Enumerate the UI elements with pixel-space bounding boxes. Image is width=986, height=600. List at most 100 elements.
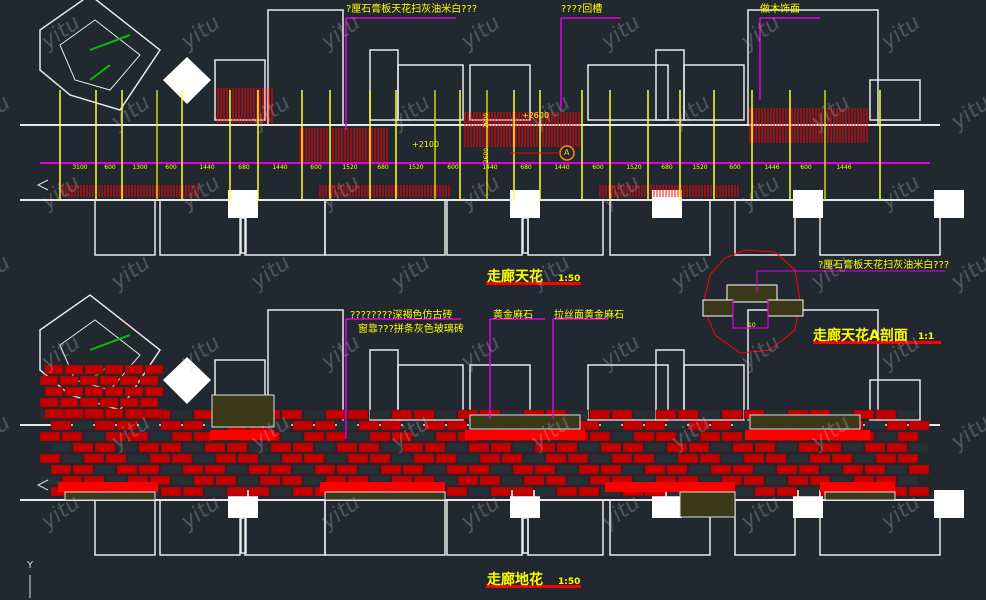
granite-speckle-area xyxy=(749,414,861,430)
floor-tile xyxy=(468,486,490,497)
floor-tile xyxy=(534,464,556,475)
floor-tile xyxy=(325,453,347,464)
floor-tile xyxy=(116,442,138,453)
floor-tile xyxy=(84,364,104,375)
top-plan-title: 走廊天花 xyxy=(487,269,543,285)
floor-tile xyxy=(380,420,402,431)
floor-tile xyxy=(600,420,622,431)
column-white xyxy=(163,57,211,104)
floor-tile xyxy=(688,464,710,475)
floor-tile xyxy=(64,386,84,397)
floor-tile xyxy=(391,431,413,442)
granite-speckle-area xyxy=(64,491,156,501)
floor-tile xyxy=(358,420,380,431)
upper-room-wall xyxy=(587,364,669,421)
granite-speckle-area xyxy=(469,414,581,430)
granite-speckle-area xyxy=(679,491,736,518)
lower-room-wall xyxy=(446,199,523,256)
floor-tile xyxy=(468,464,490,475)
floor-tile xyxy=(182,464,204,475)
floor-tile xyxy=(413,431,435,442)
floor-tile xyxy=(281,453,303,464)
floor-tile xyxy=(124,408,144,419)
floor-tile xyxy=(303,475,325,486)
floor-tile xyxy=(534,486,556,497)
floor-tile xyxy=(732,486,754,497)
floor-tile xyxy=(119,375,139,386)
floor-tile xyxy=(644,464,666,475)
floor-tile xyxy=(864,464,886,475)
floor-tile xyxy=(611,453,633,464)
floor-tile xyxy=(424,442,446,453)
floor-tile xyxy=(787,475,809,486)
floor-tile xyxy=(556,442,578,453)
dimension-label: 1520 xyxy=(408,164,424,171)
floor-tile xyxy=(754,442,776,453)
floor-tile xyxy=(699,453,721,464)
stair-core xyxy=(240,217,247,254)
floor-tile xyxy=(457,453,479,464)
floor-tile xyxy=(589,409,611,420)
floor-tile xyxy=(479,475,501,486)
floor-tile xyxy=(754,486,776,497)
dimension-label: 3100 xyxy=(72,164,88,171)
floor-tile xyxy=(413,453,435,464)
section-marker-label[interactable]: A xyxy=(564,148,570,157)
floor-tile xyxy=(842,442,864,453)
floor-tile xyxy=(534,442,556,453)
floor-tile xyxy=(501,453,523,464)
dimension-label: 600 xyxy=(592,164,604,171)
floor-tile xyxy=(633,453,655,464)
floor-tile xyxy=(39,453,61,464)
floor-tile xyxy=(237,475,259,486)
floor-tile xyxy=(578,486,600,497)
floor-tile xyxy=(193,475,215,486)
floor-tile xyxy=(72,442,94,453)
floor-tile xyxy=(380,464,402,475)
floor-tile xyxy=(50,442,72,453)
stair-core xyxy=(522,517,529,554)
floor-tile xyxy=(622,420,644,431)
upper-room-wall xyxy=(869,79,921,121)
upper-room-wall xyxy=(369,49,399,121)
lower-room-wall xyxy=(734,199,796,256)
floor-tile xyxy=(446,464,468,475)
section-block xyxy=(702,299,734,317)
floor-tile xyxy=(139,397,159,408)
floor-tile xyxy=(124,364,144,375)
section-block xyxy=(767,299,804,317)
floor-tile xyxy=(171,453,193,464)
dimension-label: 1446 xyxy=(836,164,852,171)
floor-tile xyxy=(171,475,193,486)
floor-tile xyxy=(44,408,64,419)
upper-room-wall xyxy=(214,59,266,121)
dimension-label: 1440 xyxy=(554,164,570,171)
dimension-label: 1300 xyxy=(132,164,148,171)
floor-tile xyxy=(84,408,104,419)
title-underline xyxy=(813,341,941,344)
floor-tile xyxy=(611,431,633,442)
floor-tile xyxy=(149,475,171,486)
floor-tile xyxy=(61,453,83,464)
floor-tile xyxy=(281,409,303,420)
floor-tile xyxy=(699,409,721,420)
section-scale: 1:1 xyxy=(918,332,935,342)
floor-tile xyxy=(776,486,798,497)
floor-tile xyxy=(435,453,457,464)
floor-tile xyxy=(677,453,699,464)
bottom-plan-scale: 1:50 xyxy=(558,577,581,587)
floor-tile xyxy=(435,409,457,420)
floor-tile xyxy=(144,386,164,397)
floor-tile xyxy=(897,475,919,486)
floor-note-glass: 窗靠???拼条灰色玻璃砖 xyxy=(358,324,464,335)
floor-tile xyxy=(193,453,215,464)
floor-tile xyxy=(64,364,84,375)
floor-note-tile: ????????深褐色仿古砖 xyxy=(350,310,453,321)
floor-tile xyxy=(897,409,919,420)
floor-tile xyxy=(347,431,369,442)
floor-note-granite: 黄金麻石 xyxy=(493,310,533,321)
floor-tile xyxy=(721,431,743,442)
dimension-label: 600 xyxy=(310,164,322,171)
floor-tile xyxy=(787,453,809,464)
